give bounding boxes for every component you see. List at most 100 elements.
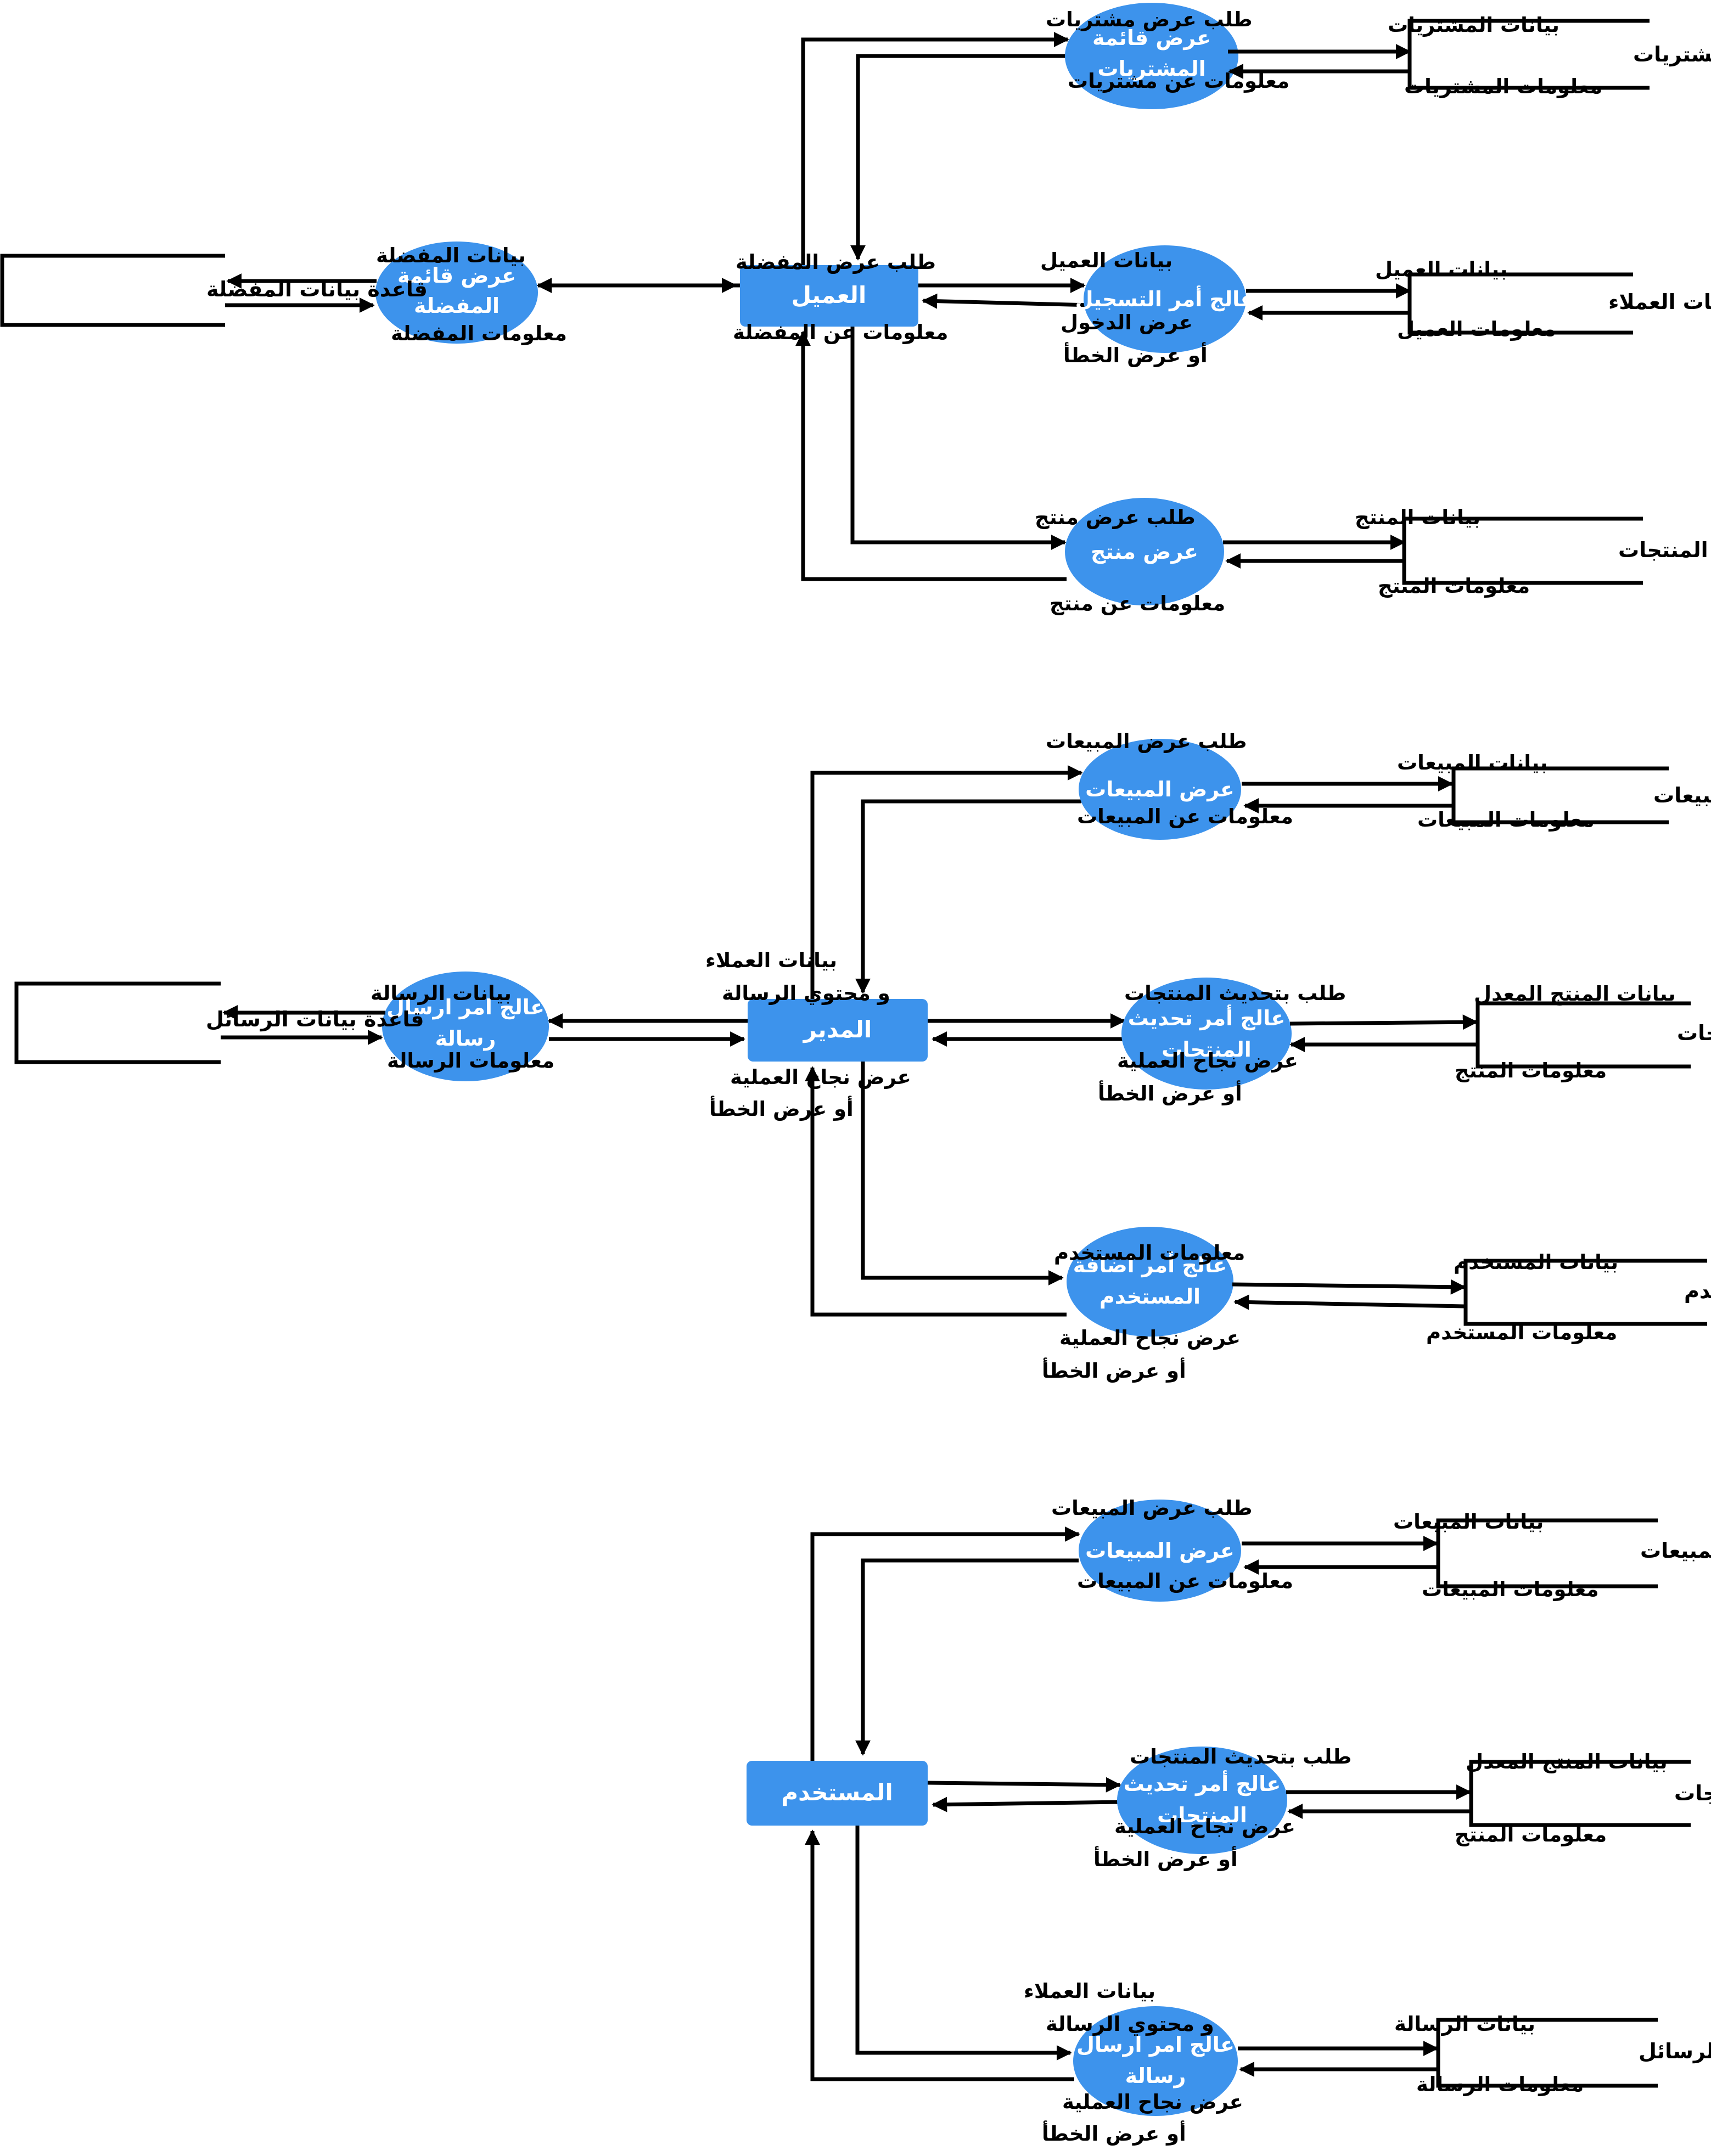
purchases-process[interactable]: [1065, 3, 1238, 109]
manager-update-db-store: [1476, 1001, 1691, 1069]
manager-sales-flow: عرض المبيعات طلب عرض المبيعات معلومات عن…: [810, 729, 1711, 999]
manager-update-request-label: طلب بتحديث المنتجات: [1124, 981, 1346, 1005]
purchases-db-label: قاعدة بيانات المشتريات: [1633, 42, 1711, 66]
manager-adduser-response-label-2: أو عرض الخطأ: [1042, 1357, 1186, 1383]
manager-message-request-label-1: بيانات العملاء: [705, 948, 837, 972]
user-update-request-label: طلب بتحديث المنتجات: [1130, 1745, 1351, 1768]
user-sales-db-label: قاعدة بيانات المبيعات: [1640, 1539, 1711, 1563]
favorites-from-db-label: معلومات المفضلة: [391, 322, 567, 345]
product-process-label: عرض منتج: [1091, 540, 1198, 564]
user-update-request-arrow: [927, 1777, 1121, 1793]
purchases-process-label-1: عرض قائمة: [1092, 26, 1211, 50]
manager-update-process-label-1: عالج أمر تحديث: [1128, 1004, 1286, 1030]
purchases-request-label: طلب عرض مشتريات: [1046, 8, 1253, 31]
purchases-db-store: [1407, 19, 1650, 90]
user-update-flow: عالج أمر تحديث المنتجات طلب بتحديث المنت…: [927, 1745, 1711, 1871]
user-message-process[interactable]: [1073, 2006, 1238, 2116]
user-update-process-label-1: عالج أمر تحديث: [1124, 1770, 1281, 1796]
user-sales-response-arrow: [855, 1558, 1079, 1756]
user-message-request-label-2: و محتوي الرسالة: [1046, 2012, 1214, 2036]
manager-update-db-store-arrow: [1289, 1014, 1478, 1030]
customer-entity[interactable]: [740, 265, 918, 327]
user-message-db-store: [1436, 2018, 1658, 2088]
user-sales-flow: عرض المبيعات طلب عرض المبيعات معلومات عن…: [810, 1496, 1711, 1761]
user-section: المستخدم عرض المبيعات طلب عرض المبيعات م…: [747, 1496, 1711, 2146]
manager-message-process[interactable]: [382, 972, 549, 1081]
manager-adduser-process-label-2: المستخدم: [1099, 1284, 1200, 1309]
user-sales-from-db-label: معلومات المبيعات: [1422, 1577, 1599, 1601]
product-db-label: قاعدة بيانات المنتجات: [1618, 538, 1711, 562]
user-entity[interactable]: [747, 1761, 928, 1826]
product-response-arrow: [795, 330, 1067, 581]
user-sales-process[interactable]: [1079, 1500, 1241, 1602]
user-message-process-label-2: رسالة: [1125, 2064, 1186, 2088]
user-update-process[interactable]: [1117, 1747, 1287, 1854]
user-update-response-arrow: [932, 1796, 1123, 1812]
manager-adduser-process[interactable]: [1067, 1227, 1233, 1337]
manager-sales-process-label: عرض المبيعات: [1085, 777, 1235, 801]
customer-entity-label: العميل: [792, 282, 867, 308]
manager-entity-label: المدير: [803, 1016, 872, 1043]
customer-section: العميل عرض قائمة المشتريات طلب عرض مشتري…: [0, 3, 1711, 615]
user-message-response-arrow: [805, 1829, 1074, 2081]
manager-sales-response-arrow: [855, 799, 1081, 994]
manager-message-process-label-2: رسالة: [435, 1026, 496, 1051]
manager-sales-to-db-label: بيانات المبيعات: [1397, 751, 1547, 774]
register-db-store: [1407, 272, 1633, 335]
manager-update-flow: عالج أمر تحديث المنتجات طلب بتحديث المنت…: [928, 978, 1711, 1105]
manager-adduser-response-label-1: عرض نجاح العملية: [1059, 1326, 1241, 1350]
product-request-arrow: [850, 327, 1067, 550]
purchases-flow: عرض قائمة المشتريات طلب عرض مشتريات معلو…: [801, 3, 1711, 265]
register-response-arrow: [922, 293, 1091, 309]
manager-message-db-store: [14, 981, 221, 1064]
product-request-label: طلب عرض منتج: [1035, 506, 1196, 529]
manager-message-to-db-label: بيانات الرسالة: [371, 981, 512, 1005]
manager-sales-db-label: قاعدة بيانات المبيعات: [1653, 783, 1711, 807]
manager-sales-db-store: [1451, 766, 1669, 824]
manager-update-from-db-label: معلومات المنتج: [1455, 1059, 1607, 1082]
manager-update-process[interactable]: [1121, 978, 1292, 1090]
manager-adduser-request-label: معلومات المستخدم: [1054, 1241, 1245, 1265]
product-db-store: [1402, 516, 1643, 585]
register-process[interactable]: [1084, 245, 1246, 353]
product-flow: عرض منتج طلب عرض منتج معلومات عن منتج بي…: [795, 327, 1711, 615]
manager-sales-request-arrow: [810, 765, 1083, 999]
user-update-response-label-1: عرض نجاح العملية: [1114, 1815, 1295, 1838]
manager-update-response-label-2: أو عرض الخطأ: [1098, 1080, 1242, 1105]
register-from-db-label: معلومات العميل: [1397, 317, 1556, 341]
user-entity-label: المستخدم: [781, 1779, 893, 1806]
user-message-flow: عالج امر ارسال رسالة بيانات العملاء و مح…: [805, 1826, 1711, 2146]
user-update-db-store: [1469, 1760, 1691, 1827]
register-response-label-2: أو عرض الخطأ: [1063, 342, 1208, 367]
manager-sales-process[interactable]: [1079, 739, 1241, 840]
user-message-response-label-2: أو عرض الخطأ: [1042, 2120, 1186, 2146]
manager-message-response-label-1: عرض نجاح العملية: [730, 1065, 911, 1089]
favorites-flow: عرض قائمة المفضلة طلب عرض المفضلة معلوما…: [0, 242, 948, 345]
register-flow: عالج أمر التسجيل بيانات العميل عرض الدخو…: [918, 245, 1711, 367]
favorites-db-store: [0, 254, 225, 327]
manager-entity[interactable]: [748, 999, 928, 1062]
manager-update-db-label: قاعدة بيانات المنتجات: [1677, 1021, 1711, 1045]
manager-adduser-process-label-1: عالج أمر اضافة: [1073, 1251, 1227, 1277]
manager-update-process-label-2: المنتجات: [1162, 1037, 1252, 1062]
user-message-process-label-1: عالج امر ارسال: [1076, 2033, 1235, 2057]
user-message-request-label-1: بيانات العملاء: [1024, 1979, 1155, 2003]
user-sales-db-store: [1436, 1518, 1658, 1588]
product-process[interactable]: [1065, 498, 1224, 605]
user-sales-response-label: معلومات عن المبيعات: [1077, 1569, 1293, 1593]
favorites-db-label: قاعدة بيانات المفضلة: [206, 277, 428, 301]
manager-adduser-request-arrow: [861, 1062, 1064, 1285]
favorites-process-label-1: عرض قائمة: [397, 263, 516, 288]
manager-adduser-response-arrow: [805, 1066, 1067, 1317]
register-db-label: قاعدة بيانات العملاء: [1608, 290, 1711, 314]
favorites-response-label: معلومات عن المفضلة: [733, 321, 948, 344]
manager-adduser-db-label: قاعدة بيانات المستخدم: [1684, 1279, 1711, 1304]
manager-sales-response-label: معلومات عن المبيعات: [1077, 805, 1293, 828]
user-message-request-arrow: [855, 1826, 1072, 2060]
user-sales-request-arrow: [810, 1526, 1080, 1761]
register-request-label: بيانات العميل: [1040, 249, 1173, 272]
favorites-process[interactable]: [375, 242, 538, 344]
product-response-label: معلومات عن منتج: [1050, 592, 1225, 615]
favorites-process-label-2: المفضلة: [414, 294, 500, 318]
